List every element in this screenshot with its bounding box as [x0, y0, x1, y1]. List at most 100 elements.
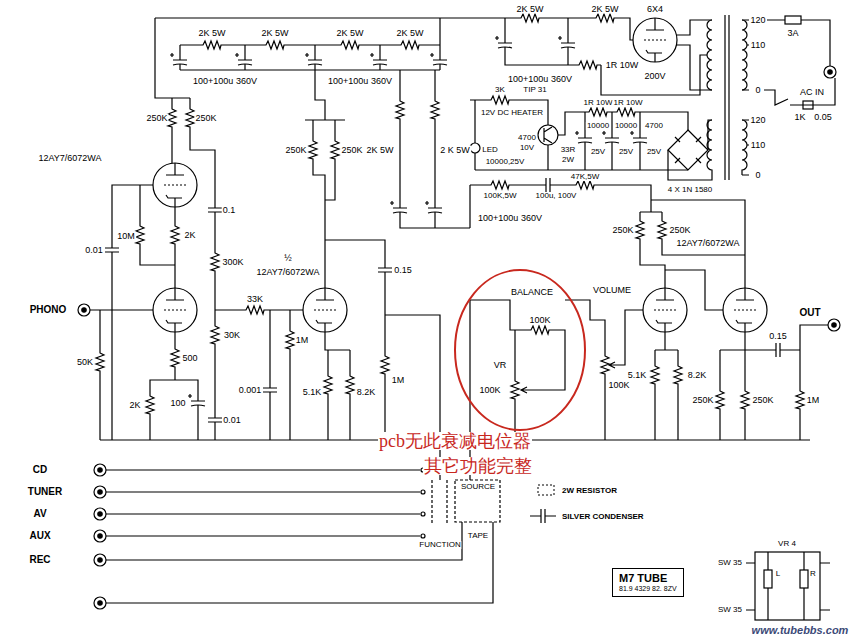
title-block: M7 TUBE81.9 4329 82. 8ZV — [612, 568, 684, 597]
component-label: 0.15 — [768, 332, 788, 341]
terminal-label: REC — [28, 555, 51, 565]
highlight-circle — [455, 270, 585, 430]
component-label: 250K — [145, 114, 168, 123]
schematic-use — [337, 41, 363, 49]
component-label: 0.001 — [238, 386, 263, 395]
component-label: 2K 5W — [365, 146, 394, 155]
component-label: 33K — [246, 295, 264, 304]
component-label: 12AY7/6072WA — [675, 239, 740, 248]
component-label: 110 — [750, 41, 766, 50]
small-label: 47K,5W — [570, 173, 600, 181]
switch-dashes — [432, 480, 447, 525]
legend-text: 2W RESISTOR — [562, 486, 617, 495]
small-label: 10000 — [586, 122, 610, 130]
legend-item: SILVER CONDENSER — [528, 508, 644, 524]
schematic-circle — [538, 125, 558, 145]
schematic-use — [716, 387, 724, 413]
component-label: AC IN — [799, 88, 825, 97]
schematic-use — [643, 288, 687, 332]
component-label: 1M — [295, 336, 310, 345]
component-label: 0.01 — [222, 416, 242, 425]
annotation-note: 其它功能完整 — [423, 457, 533, 475]
schematic-use — [558, 36, 575, 53]
schematic-use — [324, 372, 332, 398]
switch-box — [455, 480, 500, 522]
schematic-use — [146, 392, 154, 418]
schematic-use — [381, 352, 389, 378]
component-label: 250K — [668, 226, 691, 235]
schematic-use — [495, 36, 512, 53]
capacitor-symbols — [105, 36, 786, 428]
component-label: 2K 5W — [515, 5, 544, 14]
small-label: 2W — [561, 156, 575, 164]
schematic-use — [431, 97, 439, 123]
schematic-use — [575, 131, 592, 148]
block-text: 81.9 4329 82. 8ZV — [619, 585, 677, 593]
wire-net — [90, 15, 835, 620]
component-label: 200V — [643, 72, 666, 81]
component-label: 110 — [750, 141, 766, 150]
bridge-rectifier — [668, 130, 708, 170]
component-label: 2K 5W — [395, 29, 424, 38]
component-label: 2K 5W — [590, 5, 619, 14]
capacitor-sample — [530, 509, 556, 523]
component-label: 8.2K — [356, 388, 377, 397]
schematic-use — [633, 18, 677, 62]
schematic-use — [171, 345, 179, 371]
component-label: 250K — [340, 146, 363, 155]
small-label: 10000 — [614, 122, 638, 130]
schematic-use — [824, 66, 836, 78]
small-label: VR 4 — [777, 540, 797, 548]
resistor-sample — [538, 485, 554, 495]
schematic-use — [770, 343, 786, 357]
jack-symbols — [78, 66, 840, 609]
small-label: SOURCE — [460, 483, 496, 491]
schematic-use — [78, 304, 90, 316]
terminal-label: AV — [32, 509, 47, 519]
schematic-use — [674, 362, 682, 388]
schematic-use — [153, 163, 197, 207]
schematic-use — [658, 217, 666, 243]
component-label: 100+100u 360V — [477, 214, 543, 223]
component-label: BALANCE — [510, 288, 554, 297]
small-label: 4 X 1N 1580 — [667, 186, 713, 194]
small-label: 4700 — [517, 134, 537, 142]
component-label: 100+100u 360V — [507, 75, 573, 84]
component-label: 8.2K — [687, 371, 708, 380]
schematic-use — [540, 178, 556, 192]
schematic-use — [94, 486, 106, 498]
component-label: 1M — [391, 376, 406, 385]
schematic-use — [94, 554, 106, 566]
component-label: 1M — [806, 396, 821, 405]
schematic-use — [828, 319, 840, 331]
component-label: 120 — [749, 16, 766, 25]
transistor-symbol — [538, 125, 558, 145]
schematic-use — [235, 53, 252, 70]
fuse-symbol — [785, 16, 801, 24]
title-text: M7 TUBE — [619, 572, 677, 585]
schematic-use — [527, 326, 553, 334]
small-label: 25V — [646, 148, 662, 156]
component-label: 100K — [528, 316, 551, 325]
schematic-use — [186, 105, 194, 131]
schematic-use — [208, 412, 222, 428]
resistor-symbols — [96, 14, 804, 418]
schematic-use — [94, 508, 106, 520]
component-label: 12AY7/6072WA — [37, 154, 102, 163]
schematic-use — [346, 372, 354, 398]
component-label: 120 — [749, 116, 766, 125]
component-label: 100+100u 360V — [192, 77, 258, 86]
terminal-label: PHONO — [29, 305, 68, 315]
small-label: FUNCTION — [418, 541, 461, 549]
legend-sample — [528, 508, 558, 524]
schematic-use — [585, 108, 611, 116]
component-label: 250K — [194, 114, 217, 123]
schematic-use — [305, 53, 322, 70]
terminal-label: AUX — [28, 531, 51, 541]
small-label: TIP 31 — [522, 86, 547, 94]
schematic-use — [263, 382, 277, 398]
selector-element — [800, 570, 808, 588]
transformer-coil — [707, 20, 747, 175]
schematic-use — [613, 108, 639, 116]
